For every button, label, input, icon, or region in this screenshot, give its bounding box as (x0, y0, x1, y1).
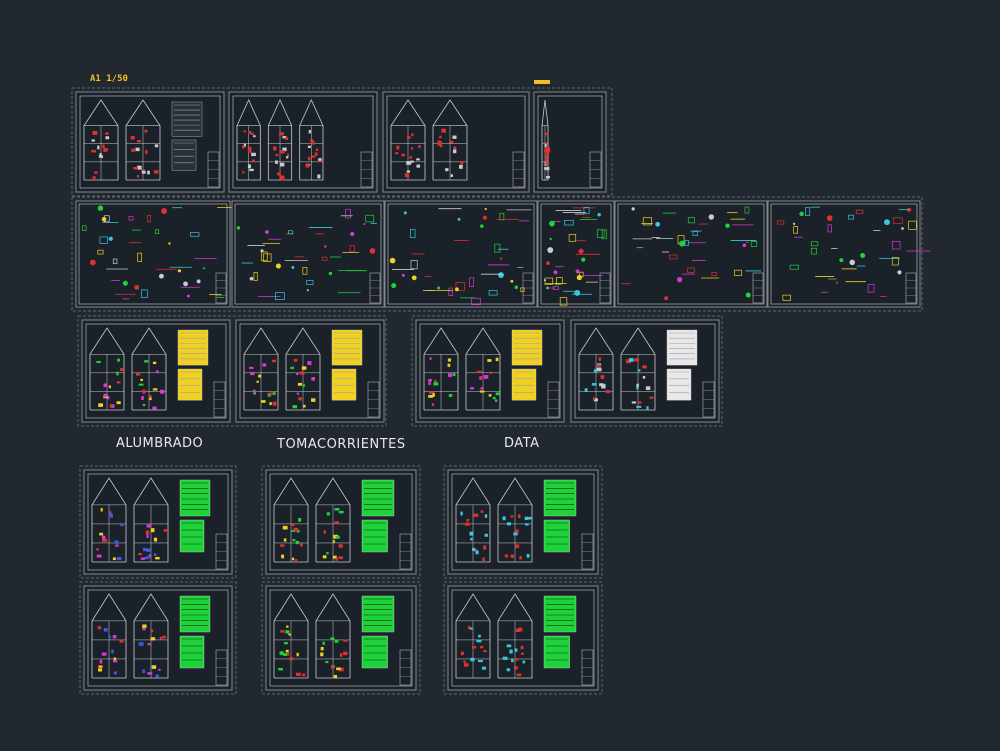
section-label-alumbrado: ALUMBRADO (116, 436, 204, 451)
sheet-struct-1 (75, 200, 236, 308)
group-frame (77, 315, 387, 427)
group-frame (71, 87, 613, 197)
sheet-struct-2 (231, 200, 385, 308)
sheet-alumbrado-2 (235, 319, 385, 423)
sheet-data-2 (570, 319, 720, 423)
group-frame (79, 581, 237, 695)
sheet-arch-1 (75, 91, 225, 193)
sheet-arch-3 (382, 91, 530, 193)
group-frame (79, 465, 237, 579)
group-frame (71, 196, 923, 312)
sheet-struct-5 (614, 200, 768, 308)
section-label-data: DATA (504, 436, 540, 451)
sheet-arch-2 (228, 91, 378, 193)
sheet-alumbrado-1 (81, 319, 231, 423)
section-label-tomacorrientes: TOMACORRIENTES (277, 437, 406, 452)
sheet-san-5 (265, 585, 417, 691)
sheet-san-1 (83, 469, 233, 575)
sheet-san-2 (265, 469, 417, 575)
group-frame (411, 315, 723, 427)
sheet-san-3 (447, 469, 599, 575)
sheet-struct-4 (537, 200, 615, 308)
sheet-arch-4 (533, 91, 607, 193)
scale-label: A1 1/50 (90, 74, 128, 84)
sheet-san-4 (83, 585, 233, 691)
sheet-san-6 (447, 585, 599, 691)
sheet-data-1 (415, 319, 565, 423)
sheet-struct-3 (384, 200, 538, 308)
layout-marker (534, 80, 550, 84)
sheet-struct-6 (767, 200, 931, 308)
